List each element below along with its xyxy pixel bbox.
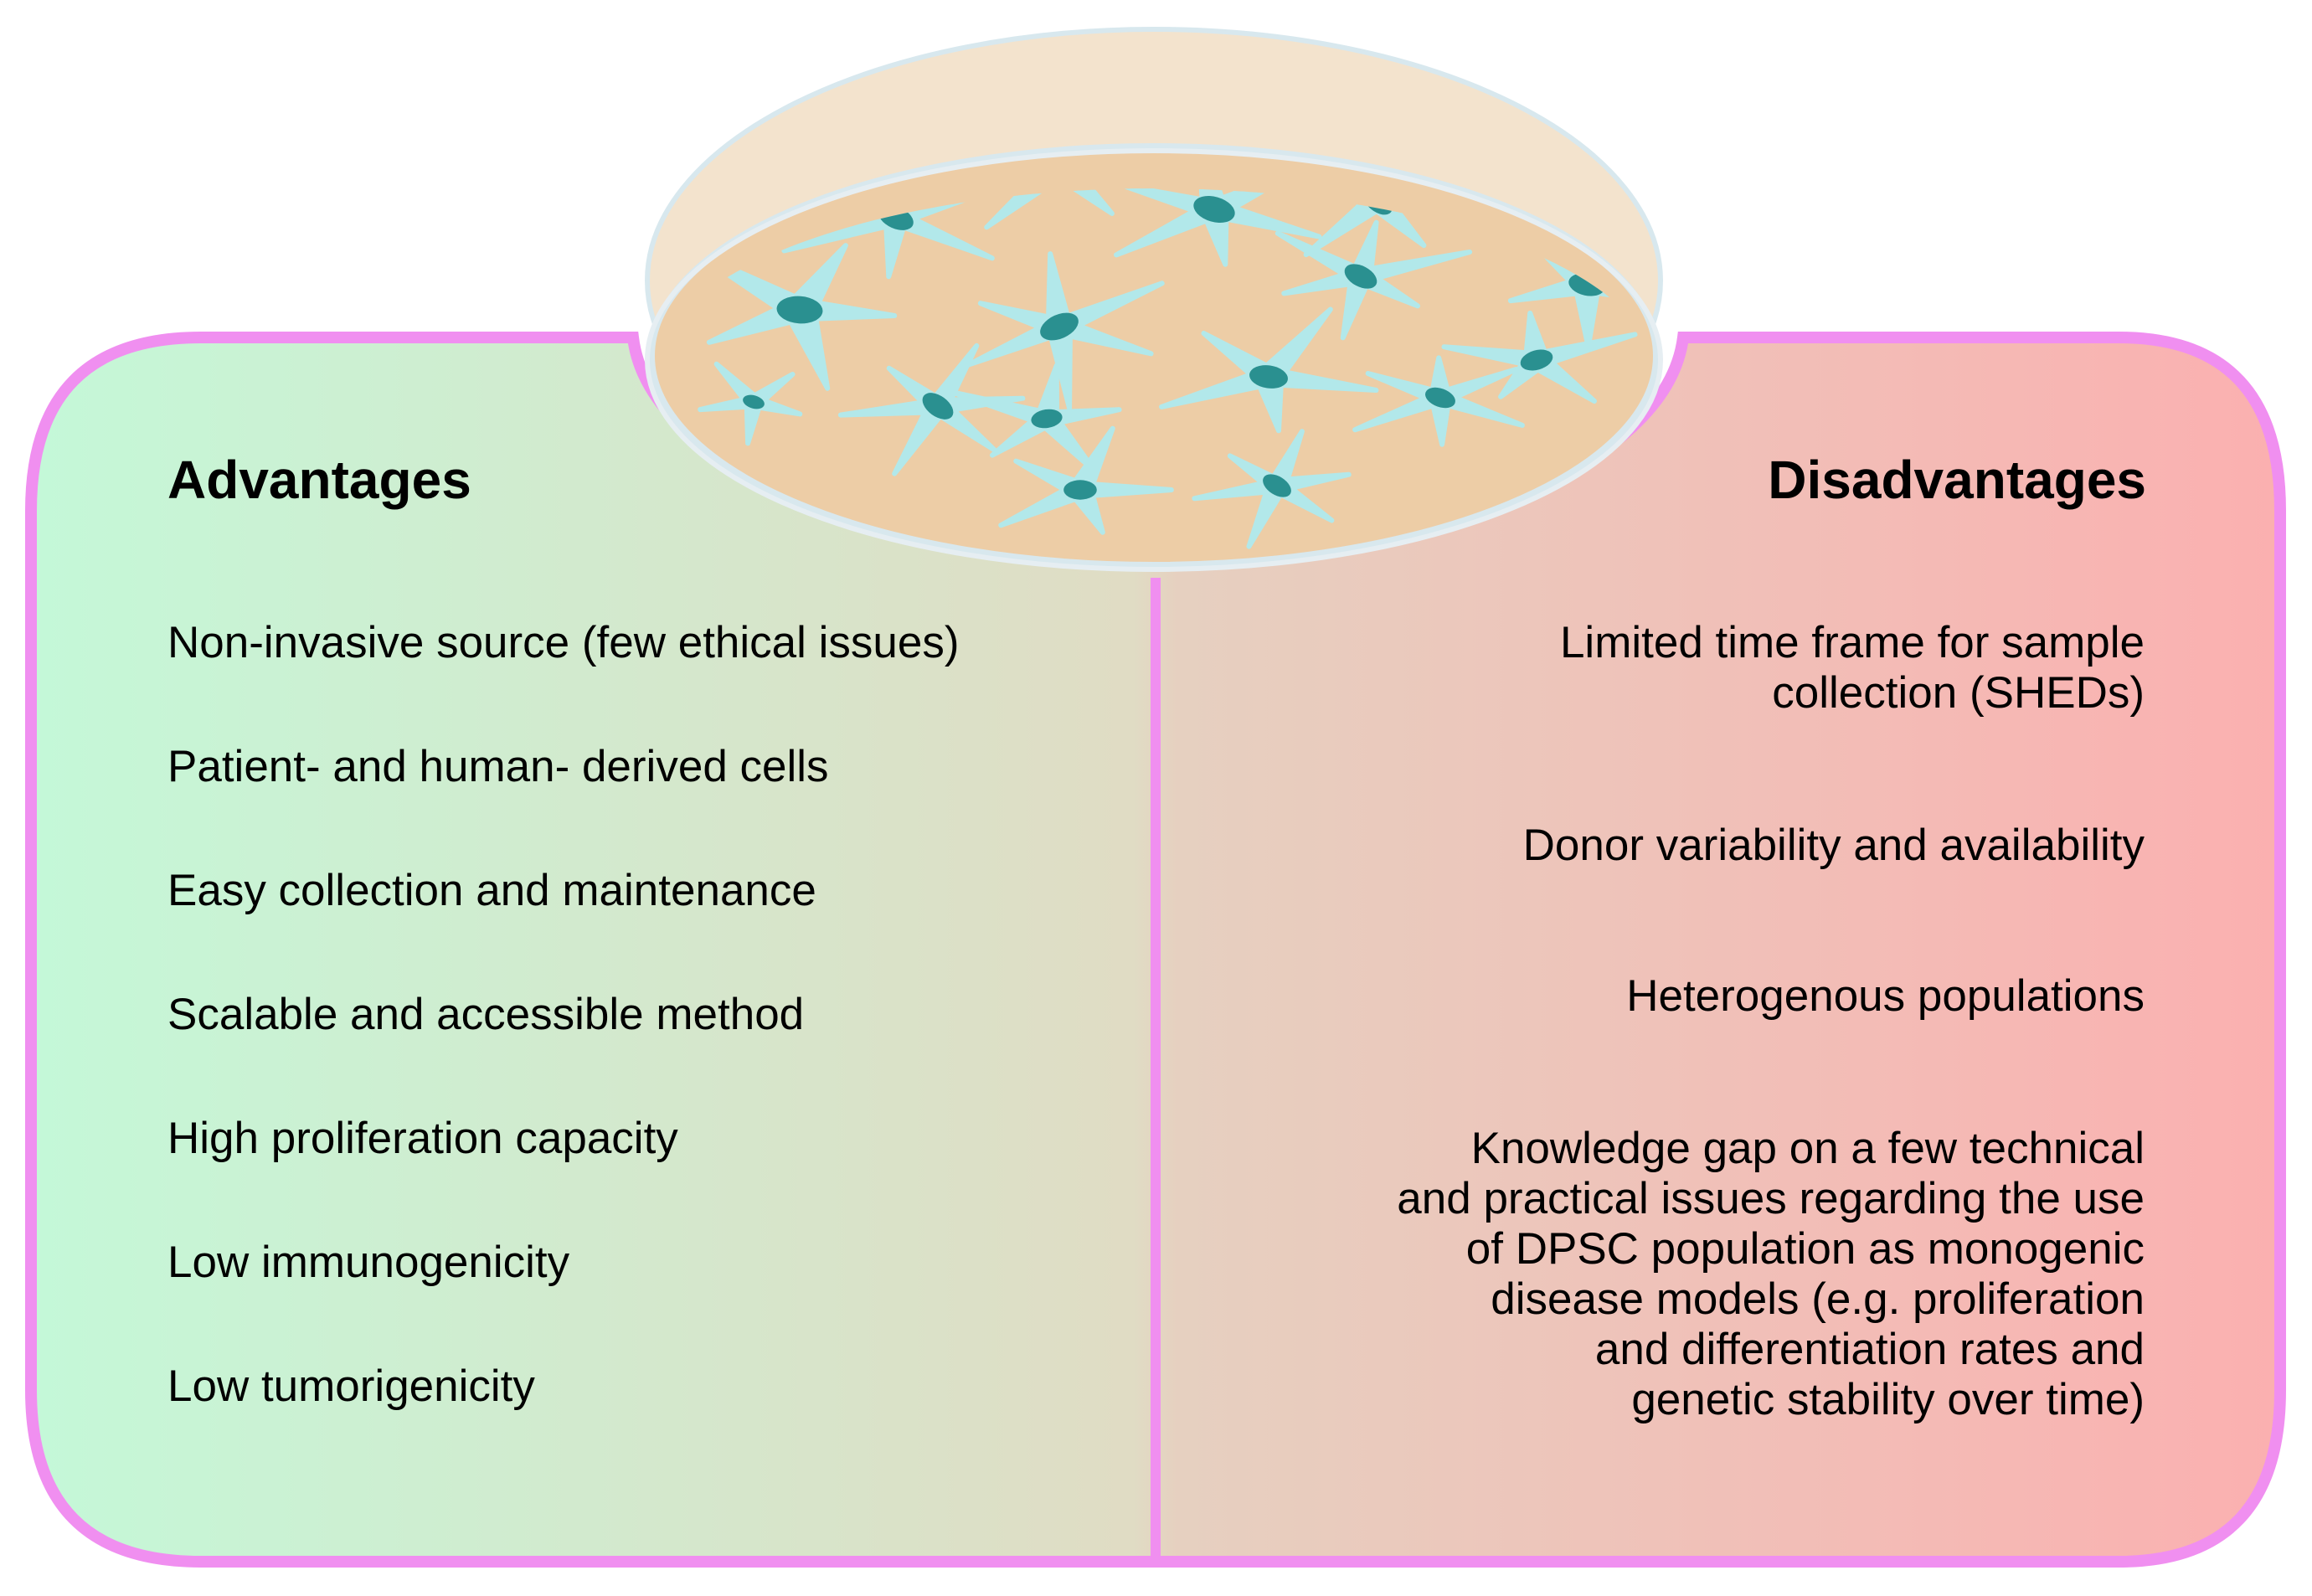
advantage-item: High proliferation capacity bbox=[167, 1114, 678, 1163]
advantages-heading: Advantages bbox=[167, 450, 471, 510]
disadvantage-line: of DPSC population as monogenic bbox=[1465, 1224, 2145, 1274]
advantage-item: Patient- and human- derived cells bbox=[167, 742, 829, 791]
disadvantage-line: and practical issues regarding the use bbox=[1397, 1174, 2145, 1223]
advantage-item: Low tumorigenicity bbox=[167, 1362, 535, 1411]
disadvantage-item: Limited time frame for sample collection… bbox=[1560, 618, 2145, 718]
disadvantage-item: Knowledge gap on a few technical and pra… bbox=[1397, 1124, 2145, 1425]
advantage-item: Easy collection and maintenance bbox=[167, 866, 816, 915]
disadvantage-line: disease models (e.g. proliferation bbox=[1491, 1274, 2145, 1324]
cell-nucleus bbox=[1249, 365, 1288, 389]
petri-dish-illustration bbox=[645, 27, 1663, 572]
disadvantage-line: and differentiation rates and bbox=[1594, 1325, 2145, 1374]
disadvantage-line: collection (SHEDs) bbox=[1772, 668, 2145, 718]
disadvantage-line: Limited time frame for sample bbox=[1559, 618, 2145, 667]
dish-outer-edge bbox=[645, 148, 1663, 572]
cell-nucleus bbox=[922, 393, 954, 420]
disadvantage-line: Donor variability and availability bbox=[1522, 821, 2145, 870]
advantage-item: Non-invasive source (few ethical issues) bbox=[167, 618, 960, 667]
cell-nucleus bbox=[776, 296, 823, 324]
disadvantage-item: Donor variability and availability bbox=[1523, 821, 2145, 871]
cell-nucleus bbox=[1063, 480, 1097, 500]
disadvantage-line: Heterogenous populations bbox=[1626, 971, 2145, 1021]
disadvantage-item: Heterogenous populations bbox=[1626, 971, 2145, 1022]
cell-nucleus bbox=[1425, 387, 1455, 409]
cell-nucleus bbox=[1193, 196, 1235, 223]
cell-body bbox=[1114, 188, 1322, 267]
cell-body bbox=[962, 188, 1171, 230]
disadvantage-line: Knowledge gap on a few technical bbox=[1470, 1124, 2145, 1173]
cell-nucleus bbox=[1344, 264, 1377, 289]
cell-nucleus bbox=[1263, 474, 1291, 497]
cell-nucleus bbox=[743, 394, 765, 409]
disadvantages-heading: Disadvantages bbox=[1768, 450, 2146, 510]
disadvantage-line: genetic stability over time) bbox=[1631, 1375, 2145, 1424]
cell-nucleus bbox=[1040, 312, 1079, 341]
advantage-item: Scalable and accessible method bbox=[167, 990, 805, 1039]
cell-nucleus bbox=[1031, 409, 1063, 429]
advantage-item: Low immunogenicity bbox=[167, 1238, 570, 1287]
cell-nucleus bbox=[1520, 349, 1553, 371]
